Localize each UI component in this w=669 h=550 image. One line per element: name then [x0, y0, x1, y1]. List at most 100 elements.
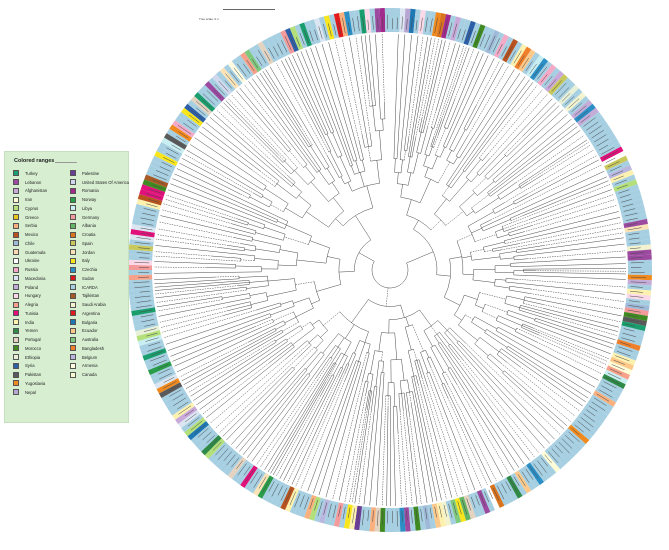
- branch: [472, 279, 495, 283]
- branch: [412, 324, 424, 352]
- branch: [413, 400, 434, 503]
- branch: [471, 228, 482, 234]
- branch: [451, 170, 464, 189]
- branch: [362, 353, 370, 382]
- leaf-label-mark: [196, 107, 206, 116]
- branch: [323, 311, 340, 326]
- leaf-label-mark: [591, 129, 604, 139]
- leaf-label-mark: [448, 22, 453, 37]
- branch-arc: [454, 295, 465, 316]
- leaf-label-mark: [304, 30, 310, 44]
- leaf-label-mark: [194, 424, 206, 435]
- branch: [508, 225, 532, 234]
- branch: [488, 89, 543, 154]
- legend-label: Spain: [82, 240, 93, 246]
- legend-label: Serbia: [25, 223, 38, 229]
- branch: [226, 301, 251, 308]
- branch: [234, 237, 252, 242]
- leaf-label-mark: [314, 499, 319, 511]
- leaf-label-mark: [314, 29, 319, 41]
- leaf-label-mark: [151, 350, 164, 356]
- branch-arc: [335, 345, 341, 349]
- branch-arc: [282, 159, 287, 163]
- leaf-label-mark: [630, 252, 644, 254]
- leaf-label-mark: [505, 46, 513, 59]
- branch: [523, 303, 543, 309]
- branch: [477, 181, 495, 196]
- branch: [207, 263, 236, 265]
- branch: [512, 377, 568, 427]
- branch: [163, 309, 257, 338]
- legend-item: India: [13, 318, 47, 327]
- branch: [156, 300, 195, 308]
- branch: [501, 227, 623, 251]
- leaf-label-mark: [253, 474, 263, 488]
- branch: [358, 411, 372, 504]
- legend-label: Yemen: [25, 328, 38, 334]
- branch-arc: [247, 222, 249, 226]
- branch: [324, 118, 332, 134]
- branch: [312, 319, 320, 325]
- branch: [526, 142, 589, 183]
- legend-item: Ecuador: [70, 327, 129, 336]
- branch: [284, 153, 298, 168]
- branch: [355, 36, 371, 134]
- leaf-label-mark: [299, 495, 305, 508]
- branch-arc: [474, 337, 481, 345]
- leaf-label-mark: [565, 96, 575, 105]
- branch: [527, 250, 626, 260]
- branch-arc: [269, 201, 273, 208]
- branch: [457, 51, 480, 104]
- branch: [326, 133, 339, 158]
- branch: [241, 313, 270, 324]
- branch: [344, 324, 355, 339]
- branch-arc: [375, 130, 384, 132]
- branch-arc: [290, 342, 295, 348]
- legend-label: Chile: [25, 240, 35, 246]
- leaf-label-mark: [149, 188, 162, 194]
- branch: [351, 299, 369, 323]
- leaf-label-mark: [304, 496, 310, 510]
- leaf-label-mark: [629, 237, 640, 240]
- leaf-label-mark: [509, 50, 516, 62]
- branch: [154, 261, 208, 264]
- legend-swatch: [70, 179, 76, 186]
- branch: [470, 174, 479, 183]
- branch: [313, 370, 356, 494]
- leaf-label-mark: [347, 507, 351, 518]
- branch: [324, 138, 332, 152]
- branch: [296, 53, 326, 119]
- branch: [165, 314, 255, 345]
- branch: [459, 146, 468, 159]
- leaf-label-mark: [623, 208, 636, 212]
- legend-item: Russia: [13, 265, 47, 274]
- branch: [288, 141, 308, 165]
- leaf-label-mark: [406, 510, 408, 521]
- branch: [423, 330, 433, 347]
- branch-arc: [495, 231, 498, 238]
- branch: [258, 330, 277, 341]
- branch: [531, 199, 616, 226]
- leaf-label-mark: [342, 506, 346, 520]
- branch-arc: [419, 131, 424, 133]
- branch-arc: [497, 195, 501, 200]
- leaf-label-mark: [148, 199, 159, 203]
- branch-arc: [328, 193, 340, 202]
- branch: [315, 46, 349, 146]
- legend-swatch: [70, 327, 76, 334]
- legend-item: Spain: [70, 239, 129, 248]
- legend-swatch: [13, 389, 19, 396]
- branch: [487, 98, 553, 167]
- leaf-label-mark: [158, 364, 169, 369]
- branch: [393, 138, 395, 159]
- leaf-label-mark: [439, 505, 442, 518]
- branch-arc: [441, 383, 445, 385]
- branch: [506, 314, 531, 324]
- branch: [396, 406, 399, 433]
- branch: [434, 335, 440, 344]
- branch-arc: [279, 245, 281, 253]
- leaf-label-mark: [136, 237, 151, 240]
- leaf-label-mark: [628, 305, 644, 308]
- branch: [275, 325, 301, 342]
- branch: [277, 220, 287, 226]
